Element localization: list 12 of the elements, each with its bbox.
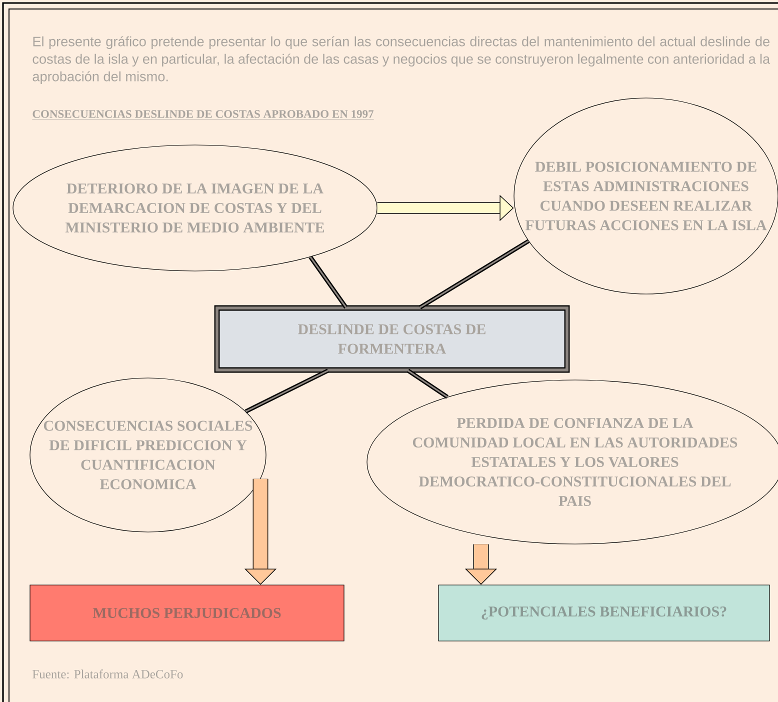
- result-box: ¿POTENCIALES BENEFICIARIOS?: [438, 584, 770, 642]
- heading: CONSECUENCIAS DESLINDE DE COSTAS APROBADO EN 1997: [32, 110, 374, 120]
- connector-line: [244, 368, 329, 414]
- ellipse-node: DETERIORO DE LA IMAGEN DE LA DEMARCACION DE COSTAS Y DEL MINISTERIO DE MEDIO AMBIENTE: [12, 144, 378, 272]
- connector-line: [418, 239, 530, 310]
- connector-line: [308, 256, 348, 309]
- result-box: MUCHOS PERJUDICADOS: [30, 584, 344, 642]
- ellipse-node: CONSECUENCIAS SOCIALES DE DIFICIL PREDICCION Y CUANTIFICACION ECONOMICA: [30, 378, 266, 532]
- source-note: Fuente: Plataforma ADeCoFo: [32, 670, 183, 678]
- connector-line: [406, 368, 449, 399]
- intro-paragraph: El presente gráfico pretende presentar lo que serían las consecuencias directas del mantenimiento del actual deslinde de costas de la isla y en particular, la afectación de las casas y negocios que se construyeron legalmente con anterioridad a la aprobación del mismo.: [32, 36, 770, 84]
- framed-box: DESLINDE DE COSTAS DE FORMENTERA: [214, 305, 570, 373]
